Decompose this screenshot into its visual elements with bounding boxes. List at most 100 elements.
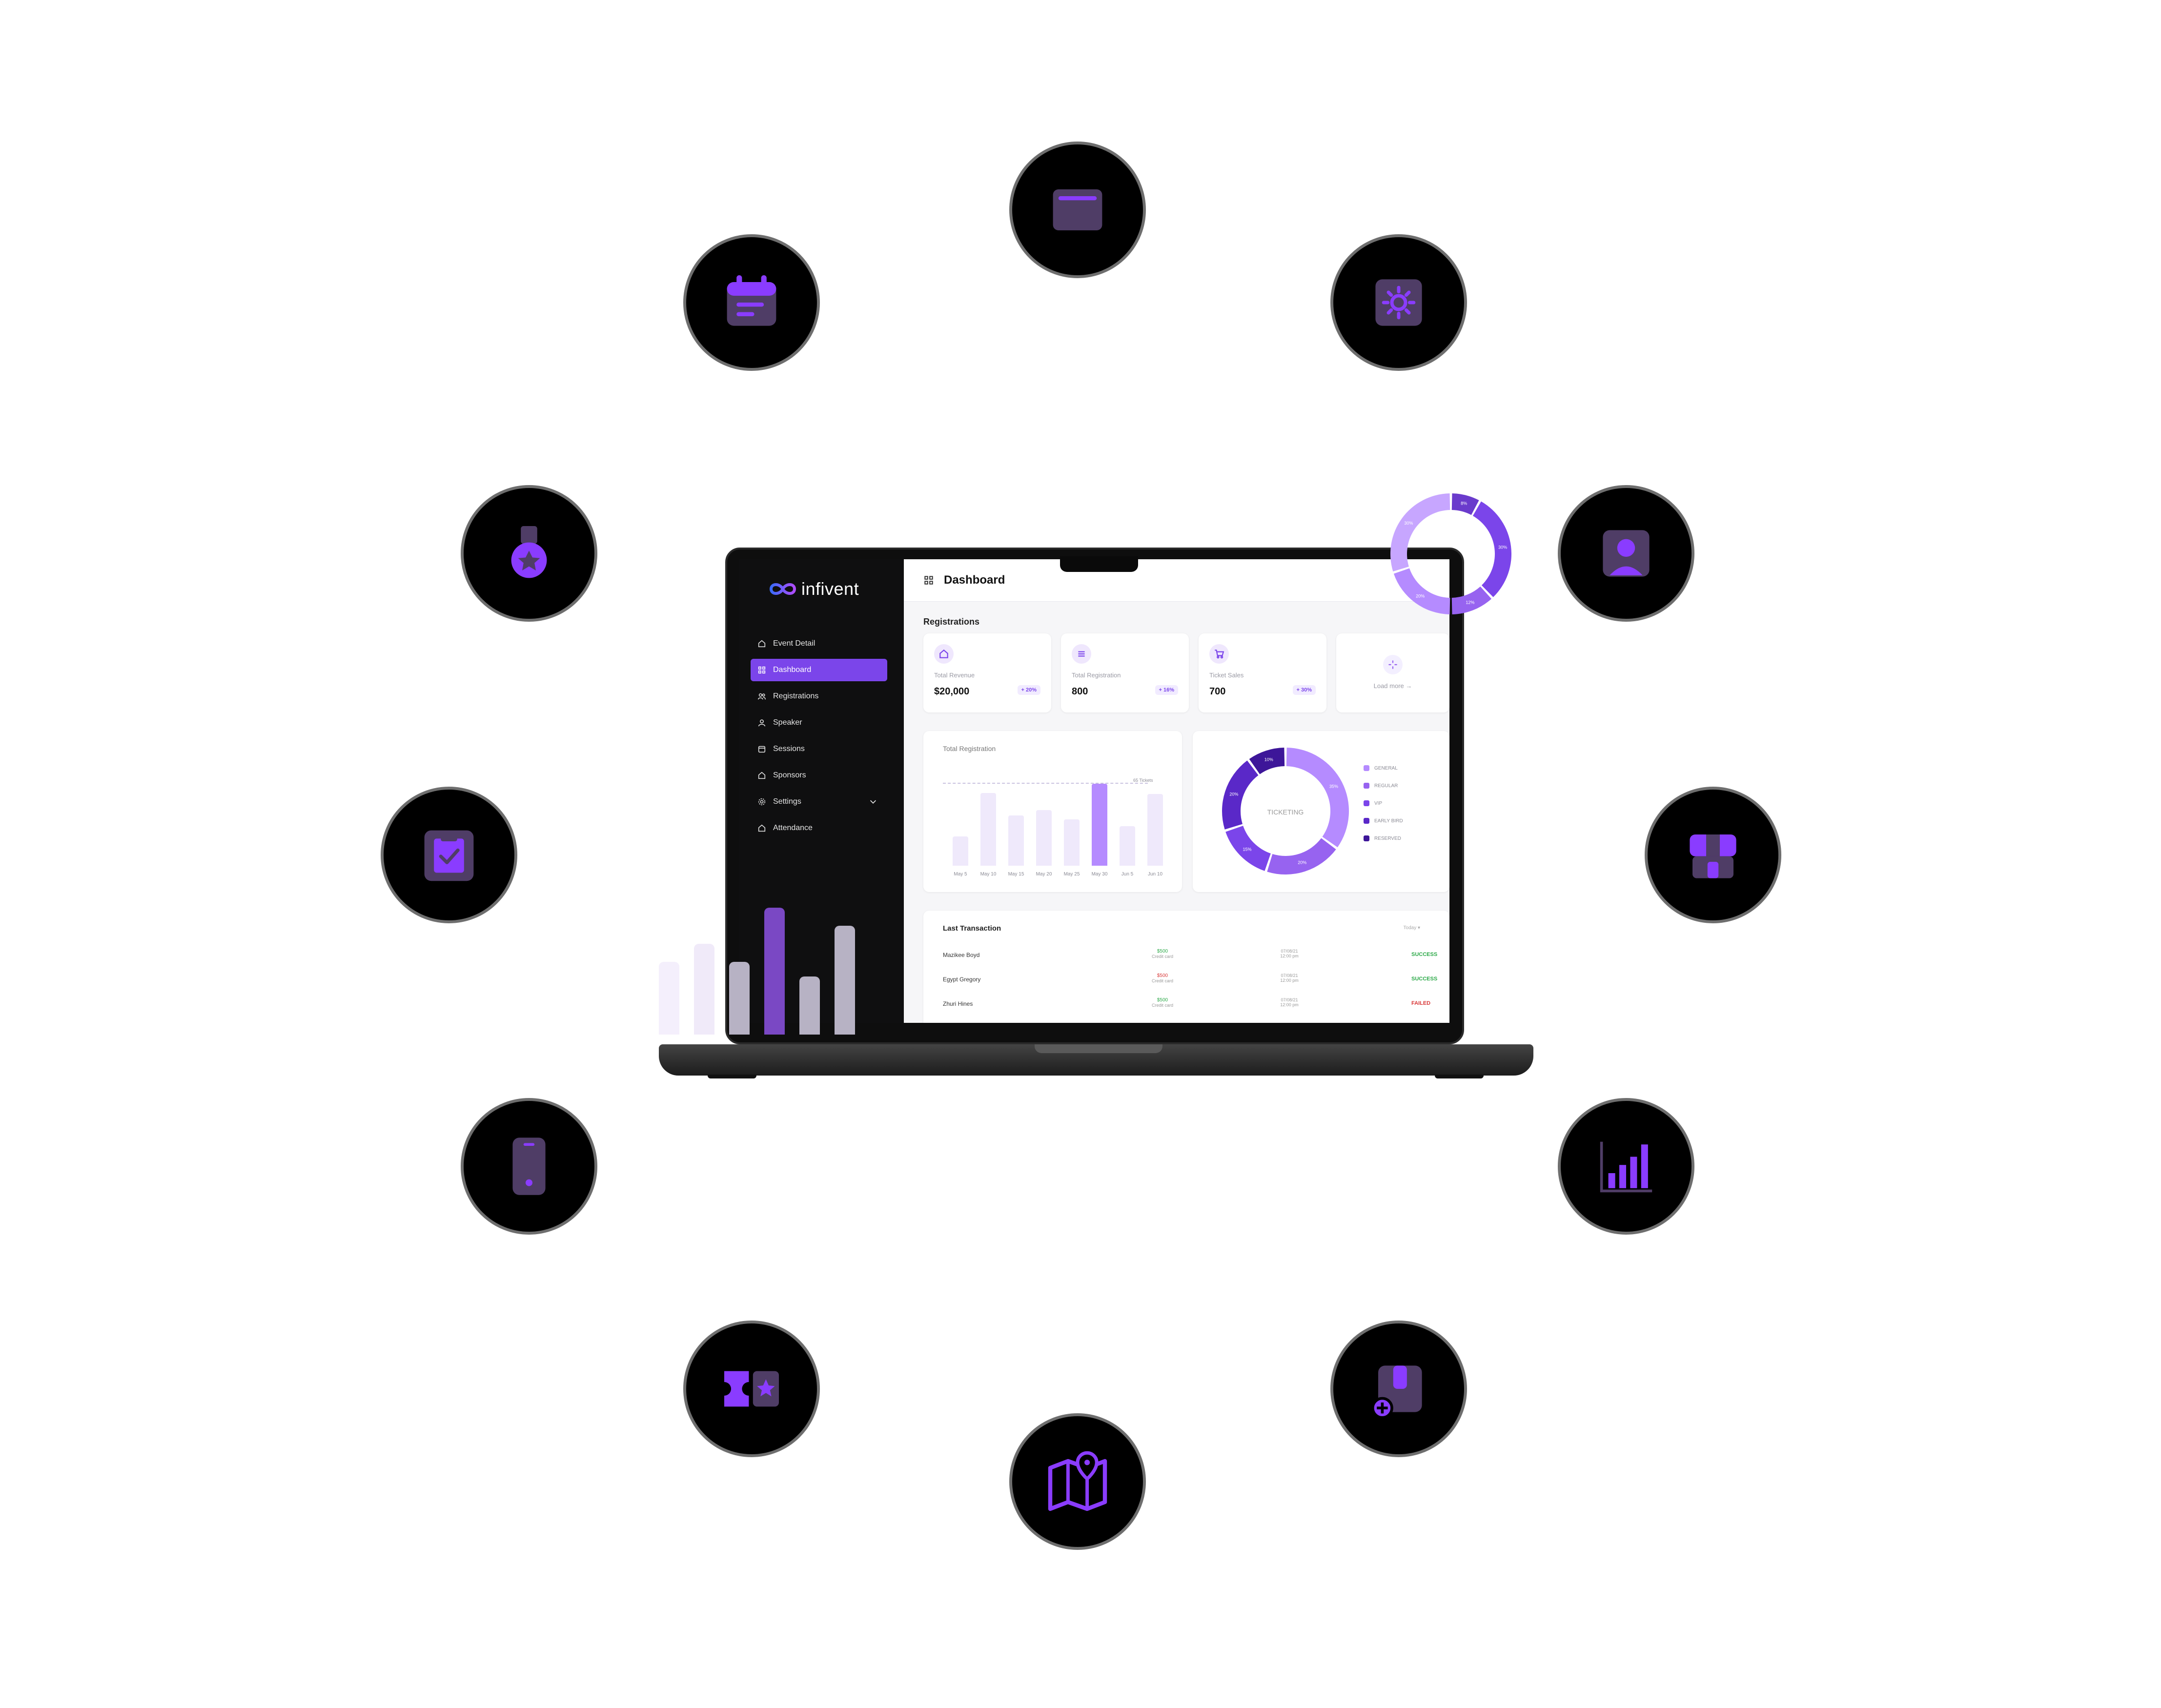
last-transaction-panel: Last Transaction Today ▾ Mazikee Boyd $5… [923,911,1449,1023]
legend-item: EARLY BIRD [1364,818,1403,824]
settings-box-icon [1375,279,1422,326]
donut-slice[interactable] [1225,826,1271,871]
laptop-foot-right [1435,1075,1484,1078]
chart-bar[interactable] [1092,783,1107,866]
chart-bar[interactable] [953,836,968,866]
legend-swatch [1364,800,1369,806]
sidebar-item-registrations[interactable]: Registrations [751,685,887,708]
loader-icon [1383,655,1403,674]
gear-icon [758,798,766,806]
camera-notch [1060,556,1138,572]
users-icon [757,693,766,700]
chart-bar[interactable] [1008,815,1024,866]
sidebar-item-label: Speaker [773,718,802,727]
house-icon [934,644,954,664]
sidebar-item-label: Dashboard [773,666,812,674]
laptop-foot-left [708,1075,756,1078]
sidebar-item-label: Event Detail [773,639,815,648]
legend-item: REGULAR [1364,783,1403,789]
donut-slice[interactable] [1222,760,1259,830]
slice-label: 8% [1461,501,1467,506]
sidebar-item-sponsors[interactable]: Sponsors [751,764,887,787]
sidebar-nav: Event Detail Dashboard Registrations Spe… [751,632,887,843]
store-icon-circle[interactable] [1645,787,1781,923]
bar-chart-icon [1600,1141,1652,1193]
legend-swatch [1364,818,1369,824]
sidebar-item-attendance[interactable]: Attendance [751,817,887,839]
floating-bar [659,962,679,1035]
sidebar-item-label: Sessions [773,745,805,753]
bar-chart-icon-circle[interactable] [1558,1098,1694,1235]
slice-label: 20% [1229,792,1238,797]
calendar-icon-circle[interactable] [683,234,820,371]
tx-name: Egypt Gregory [943,976,981,983]
window-icon-circle[interactable] [1009,142,1146,278]
tx-amount-value: $500 [1157,949,1168,954]
settings-box-icon-circle[interactable] [1330,234,1467,371]
sidebar-item-event-detail[interactable]: Event Detail [751,632,887,655]
floating-bar [764,908,785,1035]
floating-bar [694,944,714,1035]
donut-slice[interactable] [1286,748,1349,848]
legend-swatch [1364,765,1369,771]
donut-slice[interactable] [1472,501,1511,597]
chart-bar[interactable] [1064,819,1080,866]
sidebar-item-label: Registrations [773,692,819,700]
map-pin-icon-circle[interactable] [1009,1413,1146,1550]
donut-slice[interactable] [1451,586,1492,614]
store-add-icon-circle[interactable] [1330,1321,1467,1457]
ticket-star-icon-circle[interactable] [683,1321,820,1457]
sidebar-item-label: Sponsors [773,771,806,779]
user-card-icon [1603,530,1650,577]
legend-label: RESERVED [1374,835,1401,841]
slice-label: 20% [1298,860,1306,865]
sidebar-item-label: Settings [773,797,801,806]
user-icon [758,719,766,727]
clipboard-check-icon-circle[interactable] [381,787,517,923]
reference-line [943,783,1148,784]
stat-card-total-revenue[interactable]: Total Revenue $20,000 + 20% [923,633,1051,712]
floating-bar [729,962,750,1035]
sidebar-item-sessions[interactable]: Sessions [751,738,887,760]
load-more-link[interactable]: Load more → [1373,682,1412,690]
load-more-card[interactable]: Load more → [1336,633,1449,712]
tx-status: SUCCESS [1411,976,1438,982]
chart-bar[interactable] [1120,826,1135,866]
x-tick-label: Jun 10 [1147,872,1163,877]
stat-card-ticket-sales[interactable]: Ticket Sales 700 + 30% [1199,633,1326,712]
ticket-star-icon [724,1371,779,1407]
x-tick-label: Jun 5 [1121,872,1134,877]
sidebar-item-speaker[interactable]: Speaker [751,712,887,734]
donut-slice[interactable] [1451,493,1479,515]
chart-bar[interactable] [980,793,996,866]
chart-bar[interactable] [1147,794,1163,866]
phone-icon-circle[interactable] [461,1098,597,1235]
user-card-icon-circle[interactable] [1558,485,1694,622]
medal-icon [511,526,547,578]
medal-icon-circle[interactable] [461,485,597,622]
donut-slice[interactable] [1267,838,1336,874]
sidebar-item-settings[interactable]: Settings [751,791,887,813]
x-tick-label: May 25 [1063,872,1080,877]
donut-slice[interactable] [1393,568,1450,614]
stat-card-total-registration[interactable]: Total Registration 800 + 16% [1061,633,1189,712]
chevron-down-icon[interactable] [869,797,877,806]
sidebar-item-dashboard[interactable]: Dashboard [751,659,887,681]
slice-label: 10% [1264,757,1273,762]
status-badge: + 20% [1017,685,1040,695]
app-logo[interactable]: infivent [767,579,859,599]
chart-bar[interactable] [1036,810,1052,866]
infinity-logo-icon [769,583,796,595]
legend-swatch [1364,835,1369,841]
date-filter-dropdown[interactable]: Today ▾ [1403,925,1420,931]
tx-status: SUCCESS [1411,952,1438,957]
sidebar-item-label: Attendance [773,824,813,832]
slice-label: 15% [1243,847,1252,852]
donut-slice[interactable] [1390,493,1450,571]
donut-slice[interactable] [1249,748,1285,774]
